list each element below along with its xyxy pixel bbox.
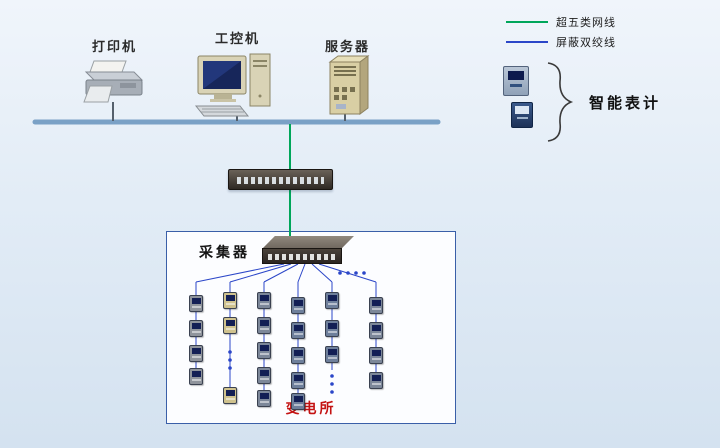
collector-branch-line: [263, 263, 299, 283]
ellipsis-dot: [228, 350, 232, 354]
ellipsis-dot: [338, 271, 342, 275]
ellipsis-dot: [330, 382, 334, 386]
meter-icon: [369, 347, 383, 364]
meter-icon: [369, 297, 383, 314]
right-curly-brace-icon: [547, 62, 574, 142]
collector-label: 采集器: [199, 244, 250, 260]
meter-icon: [257, 292, 271, 309]
meter-icon: [257, 317, 271, 334]
collector-branch-line: [195, 263, 285, 283]
smart-meters-label: 智能表计: [589, 95, 662, 112]
legend-item-cat5e: 超五类网线: [506, 12, 616, 32]
collector-icon: [262, 236, 356, 266]
industrial-pc-icon: [194, 44, 278, 123]
legend-label-stp: 屏蔽双绞线: [556, 37, 616, 49]
meter-icon: [291, 393, 305, 410]
meter-icon: [325, 292, 339, 309]
ellipsis-dot: [362, 271, 366, 275]
collector-branch-line: [229, 263, 292, 283]
meter-icon: [291, 297, 305, 314]
meter-icon: [223, 317, 237, 334]
ellipsis-dot: [228, 358, 232, 362]
ellipsis-dot: [228, 366, 232, 370]
industrial-pc-label: 工控机: [215, 31, 261, 46]
meter-icon: [257, 367, 271, 384]
meter-icon: [291, 322, 305, 339]
server-label: 服务器: [325, 39, 371, 54]
collector-branch-line: [311, 263, 333, 283]
meter-icon: [325, 320, 339, 337]
server-icon: [320, 54, 374, 123]
ellipsis-dot: [346, 271, 350, 275]
legend-label-cat5e: 超五类网线: [556, 17, 616, 29]
stp-line-swatch: [506, 41, 548, 43]
meter-icon: [325, 346, 339, 363]
meter-icon: [189, 368, 203, 385]
meter-icon: [189, 295, 203, 312]
meter-icon: [257, 342, 271, 359]
meter-icon: [291, 347, 305, 364]
meter-icon: [223, 292, 237, 309]
switch-ports: [237, 177, 324, 184]
printer-icon: [78, 60, 150, 113]
meter-icon: [291, 372, 305, 389]
legend: 超五类网线 屏蔽双绞线: [506, 12, 616, 52]
smart-meter-icon-1: [503, 66, 529, 96]
meter-icon: [257, 390, 271, 407]
smart-meter-icon-2: [511, 102, 533, 128]
ellipsis-dot: [354, 271, 358, 275]
meter-icon: [369, 322, 383, 339]
ellipsis-dot: [330, 374, 334, 378]
collector-branch-line: [297, 263, 306, 283]
meter-icon: [369, 372, 383, 389]
legend-item-stp: 屏蔽双绞线: [506, 32, 616, 52]
cat5e-line-swatch: [506, 21, 548, 23]
collector-ports: [262, 248, 342, 264]
collector-top-face: [262, 236, 354, 249]
ellipsis-dot: [330, 390, 334, 394]
meter-icon: [189, 345, 203, 362]
meter-icon: [189, 320, 203, 337]
meter-icon: [223, 387, 237, 404]
printer-label: 打印机: [92, 39, 138, 54]
network-switch-icon: [228, 169, 333, 190]
